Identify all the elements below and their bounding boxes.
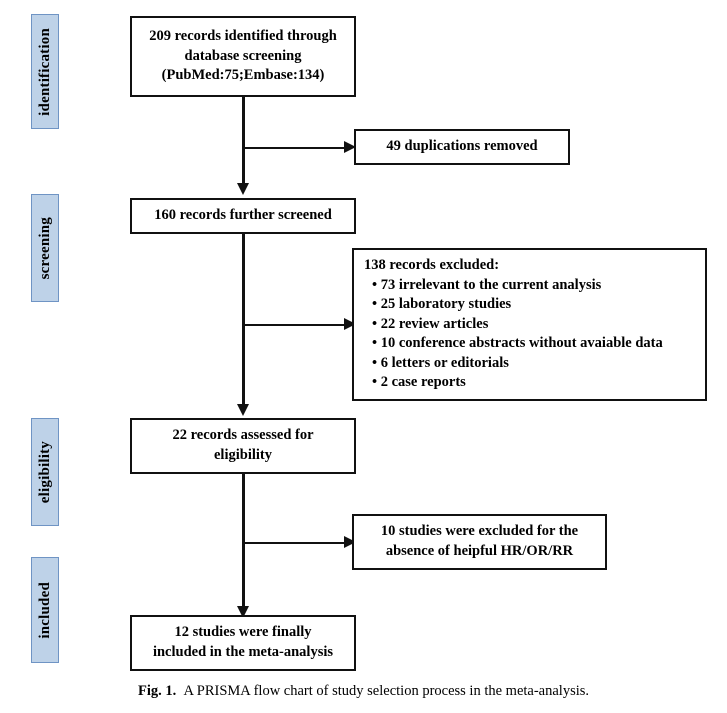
- node-records-excluded: 138 records excluded: • 73 irrelevant to…: [352, 248, 707, 401]
- node-records-excluded-item-6: • 2 case reports: [372, 374, 466, 391]
- node-records-screened-line-1: 160 records further screened: [154, 207, 332, 224]
- node-duplications-removed-line-1: 49 duplications removed: [386, 138, 538, 155]
- node-studies-included-line-2: included in the meta-analysis: [152, 644, 334, 660]
- connector-screened-to-excluded: [242, 323, 346, 326]
- node-records-excluded-item-4: • 10 conference abstracts without avaiab…: [372, 335, 663, 352]
- node-records-identified: 209 records identified through database …: [130, 16, 356, 97]
- node-records-excluded-item-3: • 22 review articles: [372, 315, 489, 332]
- figure-caption: Fig. 1. A PRISMA flow chart of study sel…: [0, 683, 727, 700]
- stage-label-identification: identification: [31, 14, 59, 129]
- node-records-assessed-line-2: eligibility: [214, 447, 272, 463]
- node-studies-included-line-1: 12 studies were finally: [174, 624, 312, 641]
- connector-assessed-to-excluded-no-estimates: [242, 541, 346, 544]
- connector-screened-to-assessed: [242, 234, 245, 406]
- node-records-identified-line-3: (PubMed:75;Embase:134): [161, 67, 325, 84]
- node-duplications-removed: 49 duplications removed: [354, 129, 570, 165]
- stage-label-eligibility-text: eligibility: [36, 440, 53, 504]
- connector-identified-to-screened: [242, 97, 245, 185]
- connector-identified-to-duplications: [242, 146, 346, 149]
- node-records-excluded-heading: 138 records excluded:: [364, 257, 500, 274]
- figure-caption-text: A PRISMA flow chart of study selection p…: [183, 683, 590, 699]
- node-records-excluded-item-1: • 73 irrelevant to the current analysis: [372, 276, 602, 293]
- arrowhead-identified-to-duplications: [344, 141, 356, 154]
- figure-caption-label: Fig. 1.: [137, 683, 177, 699]
- stage-label-identification-text: identification: [36, 27, 53, 116]
- stage-label-screening-text: screening: [36, 216, 53, 280]
- arrowhead-identified-to-screened: [236, 183, 249, 195]
- node-records-excluded-item-2: • 25 laboratory studies: [372, 296, 512, 313]
- node-studies-excluded-no-estimates-line-1: 10 studies were excluded for the: [380, 523, 579, 540]
- stage-label-included: included: [31, 557, 59, 663]
- stage-label-included-text: included: [36, 581, 53, 639]
- arrowhead-screened-to-assessed: [236, 404, 249, 416]
- node-records-identified-line-1: 209 records identified through: [149, 28, 337, 45]
- node-records-assessed-line-1: 22 records assessed for: [172, 427, 314, 444]
- stage-label-screening: screening: [31, 194, 59, 302]
- node-records-identified-line-2: database screening: [184, 47, 302, 64]
- node-studies-included: 12 studies were finally included in the …: [130, 615, 356, 671]
- stage-label-eligibility: eligibility: [31, 418, 59, 526]
- node-records-excluded-item-5: • 6 letters or editorials: [372, 354, 509, 371]
- node-records-screened: 160 records further screened: [130, 198, 356, 234]
- node-studies-excluded-no-estimates: 10 studies were excluded for the absence…: [352, 514, 607, 570]
- node-studies-excluded-no-estimates-line-2: absence of heipful HR/OR/RR: [385, 543, 574, 559]
- node-records-assessed: 22 records assessed for eligibility: [130, 418, 356, 474]
